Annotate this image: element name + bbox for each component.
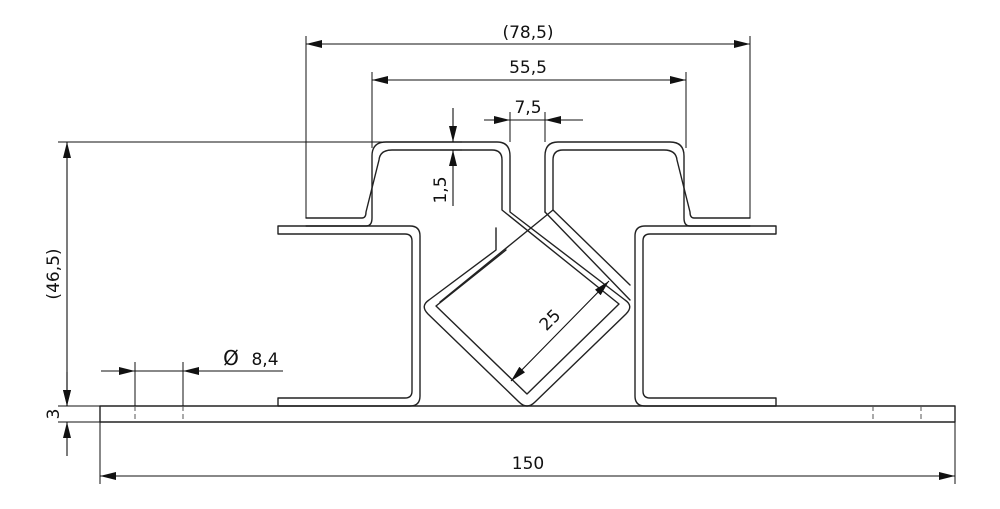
dimension-height: (46,5) — [44, 141, 440, 406]
dim-hole-diameter-label: 8,4 — [251, 350, 278, 370]
dimension-thickness: 1,5 — [431, 108, 462, 206]
dim-inner-width-label: 55,5 — [509, 58, 547, 78]
dim-base-thickness-label: 3 — [44, 409, 64, 420]
dimension-base-thickness: 3 — [44, 372, 100, 456]
dim-base-length-label: 150 — [512, 454, 544, 474]
dimension-gap: 7,5 — [484, 98, 583, 142]
dimension-inner-width: 55,5 — [371, 58, 687, 148]
diameter-symbol: Ø — [223, 346, 239, 370]
dimension-hole-diameter: Ø 8,4 — [101, 346, 283, 406]
right-c-channel — [634, 225, 777, 407]
dim-thickness-label: 1,5 — [431, 176, 451, 203]
dim-outer-width-label: (78,5) — [502, 23, 553, 43]
dimension-base-length: 150 — [99, 422, 956, 484]
dimension-outer-width: (78,5) — [305, 23, 751, 218]
left-c-channel — [277, 225, 421, 407]
base-plate — [99, 405, 956, 423]
dimension-diagonal: 25 — [510, 280, 610, 382]
dim-gap-label: 7,5 — [514, 98, 541, 118]
central-profile — [305, 141, 751, 407]
dim-height-label: (46,5) — [44, 248, 64, 299]
